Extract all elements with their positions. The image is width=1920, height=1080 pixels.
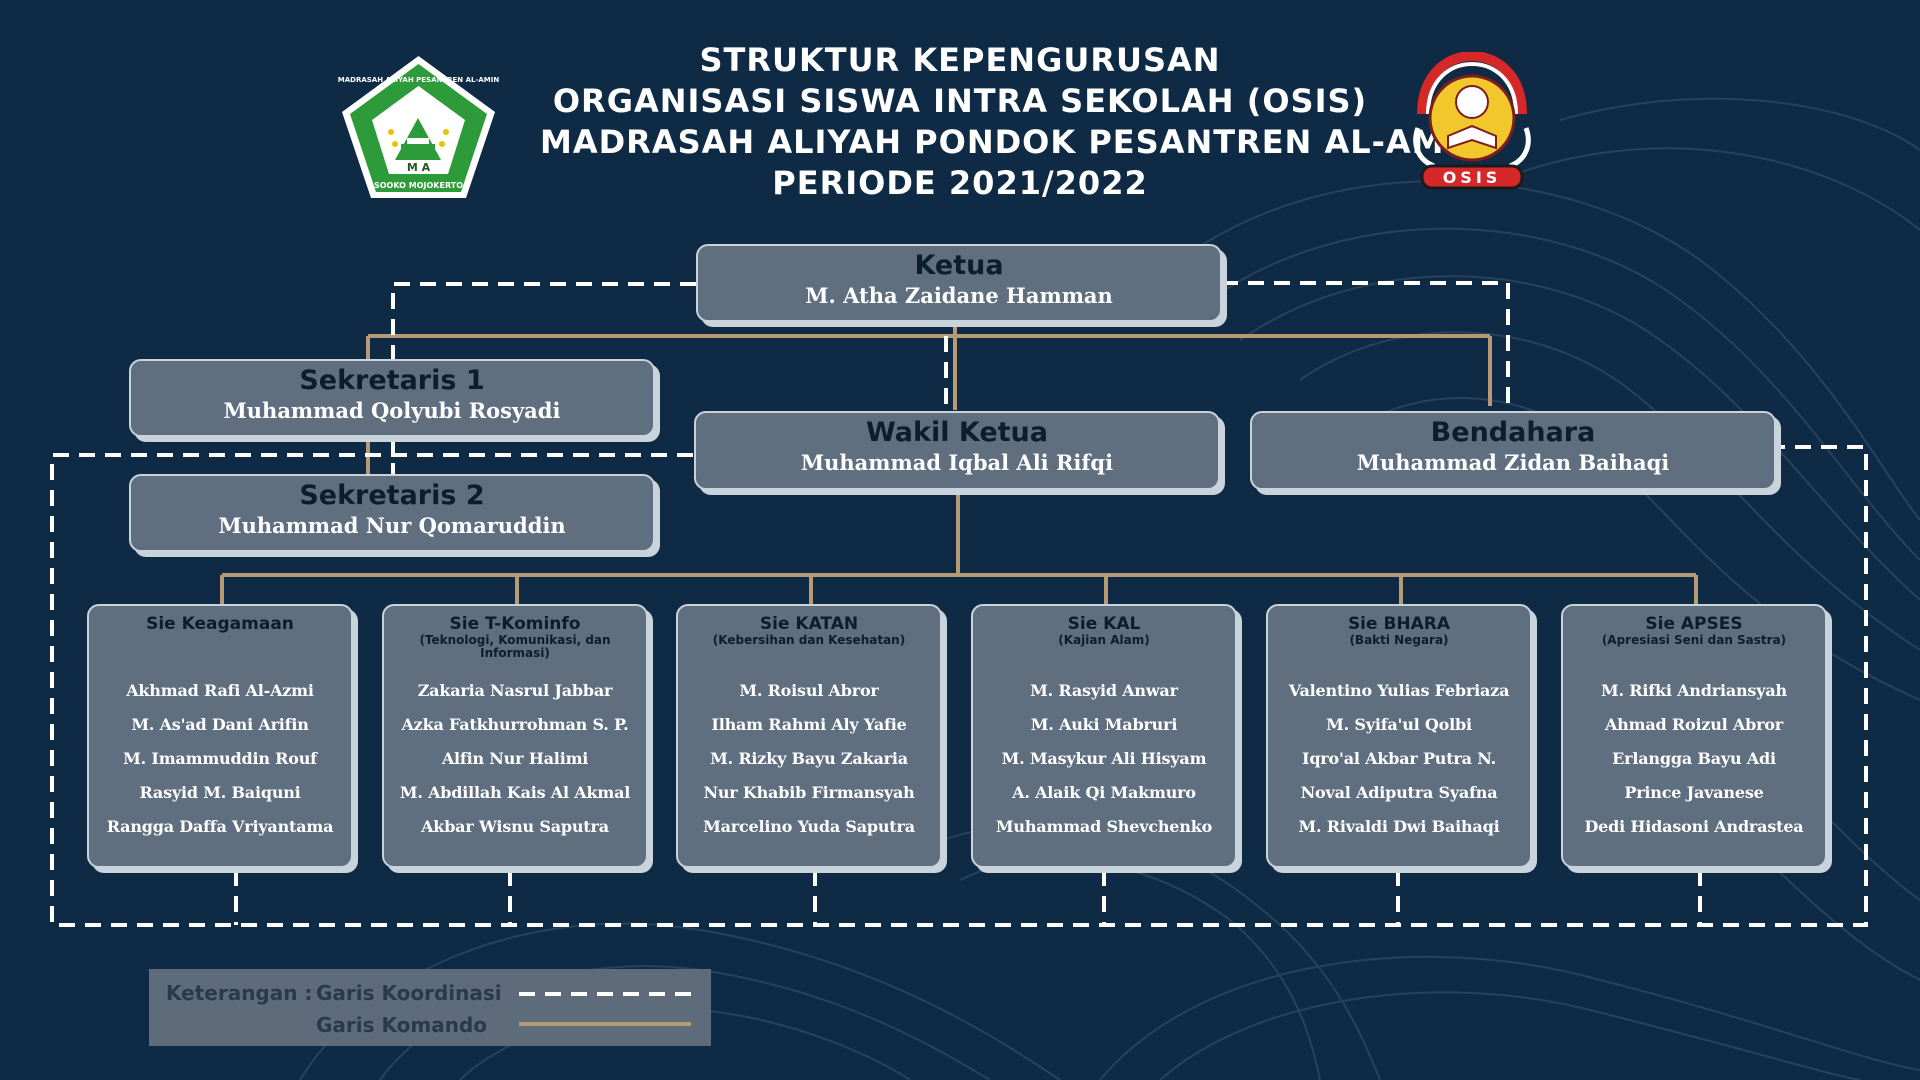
list-item: Muhammad Shevchenko (995, 817, 1213, 836)
madrasah-logo: M A MADRASAH ALIYAH PESANTREN AL-AMIN SO… (338, 56, 500, 198)
title-line-3: MADRASAH ALIYAH PONDOK PESANTREN AL-AMIN (540, 123, 1486, 161)
wakil-ketua-name: Muhammad Iqbal Ali Rifqi (800, 450, 1114, 475)
list-item: M. Rivaldi Dwi Baihaqi (1298, 817, 1500, 836)
list-item: Ahmad Roizul Abror (1604, 715, 1784, 734)
member-list: M. Rifki Andriansyah Ahmad Roizul Abror … (1563, 674, 1825, 844)
list-item: Marcelino Yuda Saputra (703, 817, 915, 836)
command-lines (220, 310, 1698, 605)
ketua-name: M. Atha Zaidane Hamman (805, 283, 1113, 308)
sie-subtitle (89, 634, 351, 662)
list-item: M. Masykur Ali Hisyam (1001, 749, 1207, 768)
osis-logo-banner-text: OSIS (1443, 168, 1502, 187)
list-item: Akbar Wisnu Saputra (421, 817, 609, 836)
sie-subtitle: (Teknologi, Komunikasi, dan Informasi) (419, 633, 611, 660)
list-item: M. Rizky Bayu Zakaria (710, 749, 908, 768)
sekretaris-1-box: Sekretaris 1 Muhammad Qolyubi Rosyadi (129, 359, 655, 437)
sie-title: Sie Keagamaan (146, 614, 294, 634)
sie-title: Sie KAL (1067, 614, 1141, 634)
coordination-line-wakil-loop (50, 445, 1868, 927)
sie-bhara-box: Sie BHARA (Bakti Negara) Valentino Yulia… (1266, 604, 1532, 868)
sie-subtitle: (Kajian Alam) (1058, 633, 1150, 647)
bendahara-name: Muhammad Zidan Baihaqi (1356, 450, 1670, 475)
bendahara-role: Bendahara (1430, 417, 1596, 448)
legend-prefix: Keterangan : (166, 981, 313, 1005)
member-list: M. Roisul Abror Ilham Rahmi Aly Yafie M.… (678, 674, 940, 844)
sekretaris-2-name: Muhammad Nur Qomaruddin (218, 513, 566, 538)
list-item: Azka Fatkhurrohman S. P. (401, 715, 629, 734)
list-item: Iqro'al Akbar Putra N. (1302, 749, 1496, 768)
madrasah-logo-ring-text: MADRASAH ALIYAH PESANTREN AL-AMIN (338, 76, 500, 84)
sie-title: Sie T-Kominfo (449, 614, 581, 634)
list-item: Valentino Yulias Febriaza (1288, 681, 1510, 700)
list-item: Rasyid M. Baiquni (139, 783, 301, 802)
member-list: Zakaria Nasrul Jabbar Azka Fatkhurrohman… (384, 674, 646, 844)
list-item: M. Imammuddin Rouf (123, 749, 317, 768)
list-item: Dedi Hidasoni Andrastea (1584, 817, 1804, 836)
legend-koordinasi-label: Garis Koordinasi (316, 981, 502, 1005)
list-item: Akhmad Rafi Al-Azmi (126, 681, 314, 700)
list-item: M. Rifki Andriansyah (1601, 681, 1787, 700)
title-line-4: PERIODE 2021/2022 (772, 164, 1148, 202)
sekretaris-2-role: Sekretaris 2 (299, 480, 485, 511)
legend-komando-label: Garis Komando (316, 1013, 488, 1037)
list-item: M. Auki Mabruri (1030, 715, 1178, 734)
list-item: Zakaria Nasrul Jabbar (417, 681, 613, 700)
sie-subtitle: (Kebersihan dan Kesehatan) (712, 633, 906, 647)
list-item: M. Roisul Abror (739, 681, 879, 700)
list-item: M. Rasyid Anwar (1030, 681, 1178, 700)
madrasah-logo-bottom-text: SOOKO MOJOKERTO (374, 181, 463, 190)
list-item: M. Syifa'ul Qolbi (1326, 715, 1472, 734)
list-item: Rangga Daffa Vriyantama (106, 817, 334, 836)
wakil-ketua-role: Wakil Ketua (865, 417, 1048, 448)
list-item: Ilham Rahmi Aly Yafie (711, 715, 907, 734)
list-item: Alfin Nur Halimi (441, 749, 589, 768)
sie-title: Sie APSES (1645, 614, 1743, 634)
member-list: Akhmad Rafi Al-Azmi M. As'ad Dani Arifin… (89, 674, 351, 844)
list-item: Erlangga Bayu Adi (1612, 749, 1776, 768)
coordination-lines (50, 281, 1868, 927)
list-item: M. As'ad Dani Arifin (131, 715, 309, 734)
title-line-2: ORGANISASI SISWA INTRA SEKOLAH (OSIS) (552, 82, 1368, 120)
list-item: M. Abdillah Kais Al Akmal (399, 783, 631, 802)
list-item: A. Alaik Qi Makmuro (1012, 783, 1196, 802)
sekretaris-1-role: Sekretaris 1 (299, 365, 485, 396)
list-item: Noval Adiputra Syafna (1300, 783, 1498, 802)
sie-kal-box: Sie KAL (Kajian Alam) M. Rasyid Anwar M.… (971, 604, 1237, 868)
sie-t-kominfo-box: Sie T-Kominfo (Teknologi, Komunikasi, da… (382, 604, 648, 868)
sie-subtitle: (Apresiasi Seni dan Sastra) (1601, 633, 1787, 647)
wakil-ketua-box: Wakil Ketua Muhammad Iqbal Ali Rifqi (694, 411, 1220, 490)
coordination-line-ketua-right (1222, 281, 1510, 406)
coordination-line-ketua-left (391, 282, 696, 360)
sie-keagamaan-box: Sie Keagamaan Akhmad Rafi Al-Azmi M. As'… (87, 604, 353, 868)
member-list: M. Rasyid Anwar M. Auki Mabruri M. Masyk… (973, 674, 1235, 844)
sie-apses-box: Sie APSES (Apresiasi Seni dan Sastra) M.… (1561, 604, 1827, 868)
list-item: Nur Khabib Firmansyah (703, 783, 915, 802)
ketua-box: Ketua M. Atha Zaidane Hamman (696, 244, 1222, 322)
title-line-1: STRUKTUR KEPENGURUSAN (699, 41, 1221, 79)
sekretaris-1-name: Muhammad Qolyubi Rosyadi (223, 398, 561, 423)
chart-title: STRUKTUR KEPENGURUSAN ORGANISASI SISWA I… (540, 40, 1486, 204)
sekretaris-2-box: Sekretaris 2 Muhammad Nur Qomaruddin (129, 474, 655, 552)
sie-subtitle: (Bakti Negara) (1349, 633, 1449, 647)
madrasah-logo-initials: M A (407, 161, 431, 174)
sie-title: Sie BHARA (1347, 614, 1451, 634)
sie-title: Sie KATAN (759, 614, 859, 634)
member-list: Valentino Yulias Febriaza M. Syifa'ul Qo… (1268, 674, 1530, 844)
osis-logo: OSIS (1413, 52, 1531, 190)
list-item: Prince Javanese (1624, 783, 1764, 802)
legend-line-samples (519, 992, 691, 1026)
bendahara-box: Bendahara Muhammad Zidan Baihaqi (1250, 411, 1776, 490)
sie-katan-box: Sie KATAN (Kebersihan dan Kesehatan) M. … (676, 604, 942, 868)
legend: Keterangan : Garis Koordinasi Garis Koma… (149, 969, 711, 1046)
ketua-role: Ketua (914, 250, 1004, 281)
